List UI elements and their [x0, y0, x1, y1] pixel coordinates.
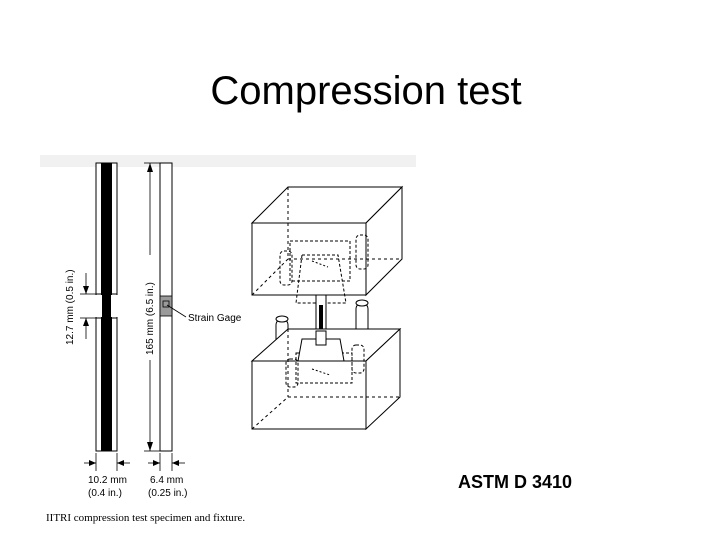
fixture-upper-block	[250, 185, 404, 304]
scan-edge	[40, 155, 416, 167]
specimen-length-label: 165 mm (6.5 in.)	[145, 282, 156, 355]
specimen-front-view	[95, 162, 118, 452]
lower-wedge	[297, 338, 345, 362]
figure-caption: IITRI compression test specimen and fixt…	[46, 512, 245, 524]
gage-length-dimension	[80, 273, 96, 339]
specimen-side-view	[159, 162, 173, 452]
strain-gage	[159, 295, 173, 317]
gage-length-label: 12.7 mm (0.5 in.)	[65, 269, 76, 345]
strain-gage-label: Strain Gage	[188, 313, 242, 324]
thickness-dimension	[148, 453, 185, 471]
slide-title: Compression test	[210, 69, 522, 113]
width-dimension	[84, 453, 130, 471]
strain-gage-leader	[166, 304, 187, 318]
standard-label: ASTM D 3410	[458, 472, 573, 492]
fixture-lower-block	[250, 327, 402, 431]
width-mm-label: 10.2 mm	[88, 475, 127, 486]
specimen-length-dimension	[144, 162, 160, 452]
thickness-mm-label: 6.4 mm	[150, 475, 183, 486]
specimen-core	[101, 163, 112, 451]
iitri-figure: 12.7 mm (0.5 in.) 165 mm (6.5 in.) Strai…	[40, 155, 416, 535]
thickness-in-label: (0.25 in.)	[148, 488, 187, 499]
width-in-label: (0.4 in.)	[88, 488, 122, 499]
iitri-diagram: 12.7 mm (0.5 in.) 165 mm (6.5 in.) Strai…	[40, 155, 416, 524]
